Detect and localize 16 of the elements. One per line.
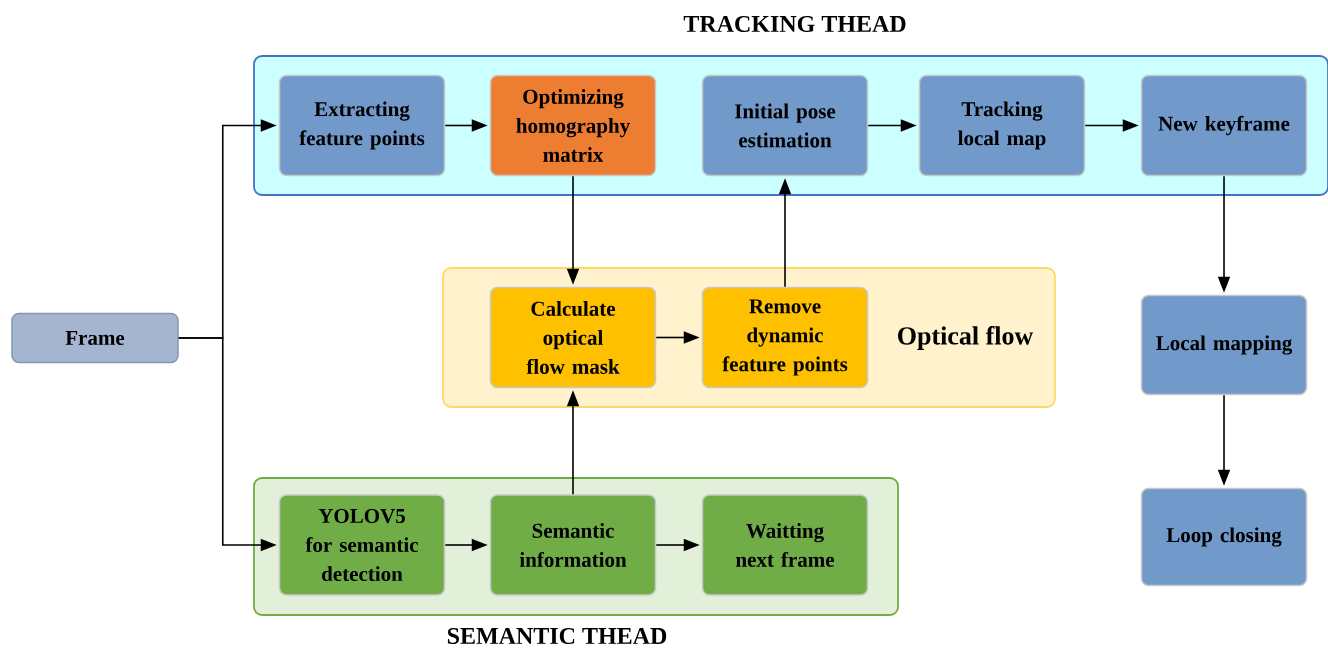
process-box: Waitting next frame [701,494,869,596]
process-box: Remove dynamic feature points [701,286,869,389]
process-box: Initial pose estimation [701,74,869,177]
group-heading: SEMANTIC THEAD [447,627,667,645]
process-box: Optimizing homography matrix [489,74,657,177]
process-box: Extracting feature points [278,74,446,177]
group-heading: Optical flow [898,326,1034,350]
process-box: YOLOV5 for semantic detection [278,494,446,596]
process-box: Calculate optical flow mask [489,286,657,389]
process-box: Frame [11,312,179,364]
group-heading: TRACKING THEAD [683,15,906,33]
process-box: Loop closing [1140,487,1308,587]
process-box: Local mapping [1140,294,1308,396]
process-box: Tracking local map [918,74,1086,177]
process-box: Semantic information [489,494,657,596]
process-box: New keyframe [1140,74,1308,177]
